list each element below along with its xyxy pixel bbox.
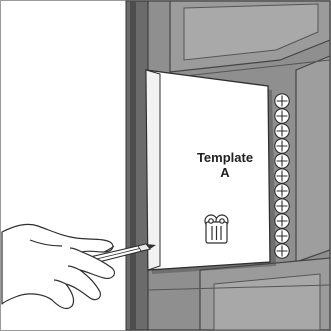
plus-circle-icon <box>275 184 289 198</box>
screw-hole-column <box>275 94 289 258</box>
plus-circle-icon <box>275 154 289 168</box>
door-panel-right <box>296 56 330 262</box>
template-title-line1: Template <box>180 150 270 165</box>
door-edge-shadow <box>130 1 136 330</box>
template-fold-flap <box>146 70 160 270</box>
plus-circle-icon <box>275 199 289 213</box>
plus-circle-icon <box>275 229 289 243</box>
plus-circle-icon <box>275 139 289 153</box>
door-edge <box>126 1 148 330</box>
door-panel-lower-inner <box>214 274 320 330</box>
template-title: Template A <box>180 150 270 180</box>
plus-circle-icon <box>275 214 289 228</box>
plus-circle-icon <box>275 94 289 108</box>
plus-circle-icon <box>275 124 289 138</box>
plus-circle-icon <box>275 169 289 183</box>
plus-circle-icon <box>275 244 289 258</box>
plus-circle-icon <box>275 109 289 123</box>
euro-cylinder-icon <box>205 215 228 243</box>
template-title-line2: A <box>180 165 270 180</box>
